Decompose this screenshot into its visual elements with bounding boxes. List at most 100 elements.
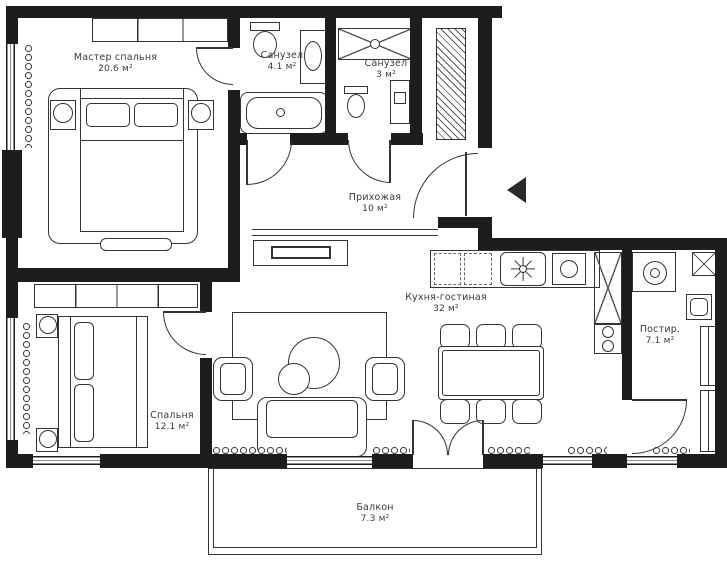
- wardrobe-icon: [92, 18, 228, 42]
- wall: [238, 133, 247, 145]
- lamp-icon: [39, 316, 57, 334]
- radiator-coil: [212, 446, 287, 455]
- balcony-door-arc: [413, 420, 448, 455]
- armchair-cushion: [372, 363, 398, 395]
- bed-footboard: [136, 317, 138, 447]
- wall: [677, 454, 727, 468]
- burner-center: [519, 265, 527, 273]
- bed-headboard: [80, 88, 184, 99]
- window: [33, 456, 100, 465]
- room-area: 32 м²: [433, 303, 459, 314]
- radiator-coil: [652, 446, 690, 455]
- wall: [622, 250, 632, 400]
- room-label-bathroom-2: Санузел 3 м²: [350, 58, 422, 81]
- chair-icon: [440, 399, 470, 424]
- wall: [372, 454, 413, 468]
- door-leaf: [196, 47, 233, 49]
- wall: [100, 454, 287, 468]
- room-name: Санузел: [260, 50, 304, 61]
- sink-basin: [602, 340, 614, 352]
- window: [627, 456, 677, 465]
- washer-drum-inner: [650, 268, 660, 278]
- wall: [6, 268, 240, 282]
- chair-icon: [440, 324, 470, 349]
- sink-basin: [394, 92, 406, 104]
- lamp-icon: [191, 103, 211, 123]
- sink-basin: [304, 41, 322, 71]
- window: [6, 44, 15, 150]
- wall: [290, 133, 348, 145]
- wall: [6, 454, 33, 468]
- tall-cabinet-icon: [594, 252, 622, 324]
- door-arc: [348, 140, 391, 183]
- pillow-icon: [74, 322, 94, 380]
- kitchen-cabinet-icon: [464, 253, 492, 285]
- window: [543, 456, 592, 465]
- wall: [438, 217, 492, 228]
- wall: [200, 358, 212, 456]
- pillow-icon: [86, 103, 130, 127]
- coffee-table-icon: [278, 363, 310, 395]
- wall: [592, 454, 627, 468]
- room-area: 12.1 м²: [154, 421, 190, 432]
- shelf-cabinet-icon: [700, 326, 716, 386]
- room-name: Балкон: [356, 502, 394, 513]
- door-leaf: [163, 311, 206, 313]
- room-label-bathroom-1: Санузел 4.1 м²: [242, 50, 322, 73]
- toilet-icon: [347, 94, 365, 118]
- room-label-master-bedroom: Мастер спальня 20.6 м²: [58, 52, 173, 75]
- room-area: 3 м²: [376, 69, 396, 80]
- wall: [228, 18, 240, 48]
- vent-shaft: [436, 28, 466, 140]
- entry-door-arc: [413, 153, 478, 218]
- balcony-door-arc: [448, 420, 483, 455]
- balcony-outline: [208, 468, 542, 555]
- kitchen-cabinet-icon: [434, 253, 461, 285]
- room-name: Санузел: [364, 58, 408, 69]
- drain-icon: [276, 108, 285, 117]
- sink-basin: [560, 260, 578, 278]
- entrance-arrow-icon: [507, 177, 526, 203]
- wall: [492, 238, 727, 250]
- window: [6, 318, 15, 440]
- room-label-hallway: Прихожая 10 м²: [330, 192, 420, 215]
- room-name: Постир.: [639, 324, 681, 335]
- open-plan-divider: [252, 234, 438, 236]
- shelf-cabinet-icon: [700, 390, 716, 452]
- radiator-coil: [567, 446, 607, 455]
- bench-icon: [100, 238, 172, 251]
- lamp-icon: [39, 430, 57, 448]
- wall: [483, 454, 543, 468]
- door-arc: [163, 312, 206, 355]
- lamp-icon: [53, 103, 73, 123]
- sink-basin: [690, 298, 708, 316]
- pillow-icon: [134, 103, 178, 127]
- armchair-cushion: [220, 363, 246, 395]
- room-label-balcony: Балкон 7.3 м²: [325, 502, 425, 525]
- wall: [200, 282, 212, 312]
- chair-icon: [476, 399, 506, 424]
- wardrobe-icon: [34, 284, 198, 308]
- bed-headboard: [70, 317, 72, 447]
- radiator-coil: [372, 446, 410, 455]
- room-area: 4.1 м²: [267, 61, 297, 72]
- wall: [6, 6, 502, 18]
- radiator-coil: [24, 44, 33, 148]
- radiator-coil: [22, 322, 31, 434]
- chair-icon: [512, 324, 542, 349]
- chair-icon: [512, 399, 542, 424]
- wall: [6, 18, 18, 44]
- tv-icon: [271, 246, 331, 259]
- toilet-icon: [253, 31, 277, 58]
- pillow-icon: [74, 384, 94, 442]
- room-name: Мастер спальня: [73, 52, 158, 63]
- wall: [325, 18, 336, 133]
- shower-drain: [370, 39, 380, 49]
- room-label-kitchen-living: Кухня-гостиная 32 м²: [392, 292, 500, 315]
- toilet-tank: [250, 22, 280, 31]
- wall: [478, 6, 492, 148]
- bed-icon: [58, 316, 148, 448]
- sofa-seat: [266, 400, 358, 438]
- window: [287, 456, 372, 465]
